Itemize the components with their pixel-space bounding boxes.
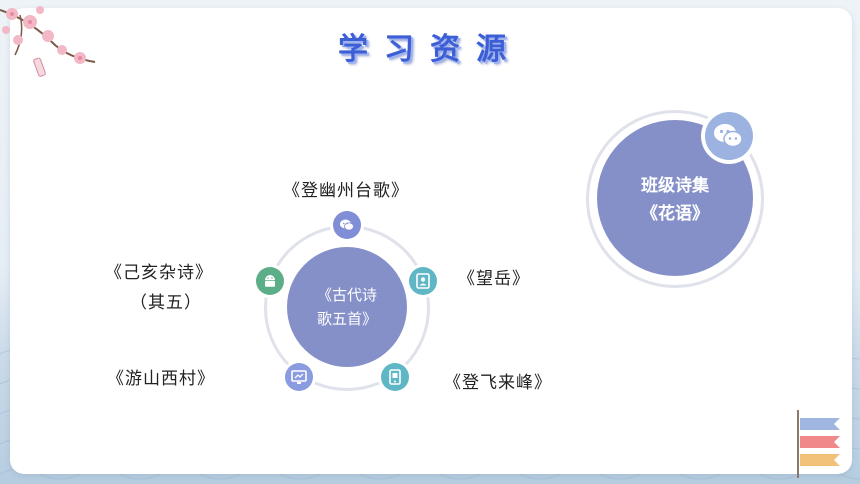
poem-label-youshanxicun[interactable]: 《游山西村》 (107, 369, 215, 389)
center-circle[interactable] (287, 247, 407, 367)
wechat-icon[interactable] (333, 211, 361, 239)
cherry-blossom-decoration (0, 6, 96, 77)
center-line-1: 《古代诗 (316, 286, 377, 304)
collection-line-2: 《花语》 (641, 204, 709, 224)
contact-card-icon[interactable] (409, 267, 437, 295)
poem-label-jihai[interactable]: 《己亥杂诗》 (105, 263, 213, 283)
center-label: 《古代诗 歌五首》 (287, 283, 407, 331)
wechat-icon[interactable] (705, 112, 753, 160)
device-icon[interactable] (381, 363, 409, 391)
monitor-icon[interactable] (285, 363, 313, 391)
collection-line-1: 班级诗集 (641, 176, 709, 196)
poem-label-wangyue[interactable]: 《望岳》 (458, 269, 530, 289)
collection-label: 班级诗集 《花语》 (597, 172, 753, 228)
poem-label-dengfeilaifeng[interactable]: 《登飞来峰》 (444, 373, 552, 393)
center-line-2: 歌五首》 (316, 310, 377, 328)
poem-label-dengyouzhou[interactable]: 《登幽州台歌》 (283, 181, 409, 201)
poem-label-jihai-subtitle: （其五） (130, 293, 202, 313)
carp-streamer-decoration (797, 410, 840, 478)
android-icon[interactable] (256, 267, 284, 295)
page-title: 学习资源 (338, 32, 522, 67)
